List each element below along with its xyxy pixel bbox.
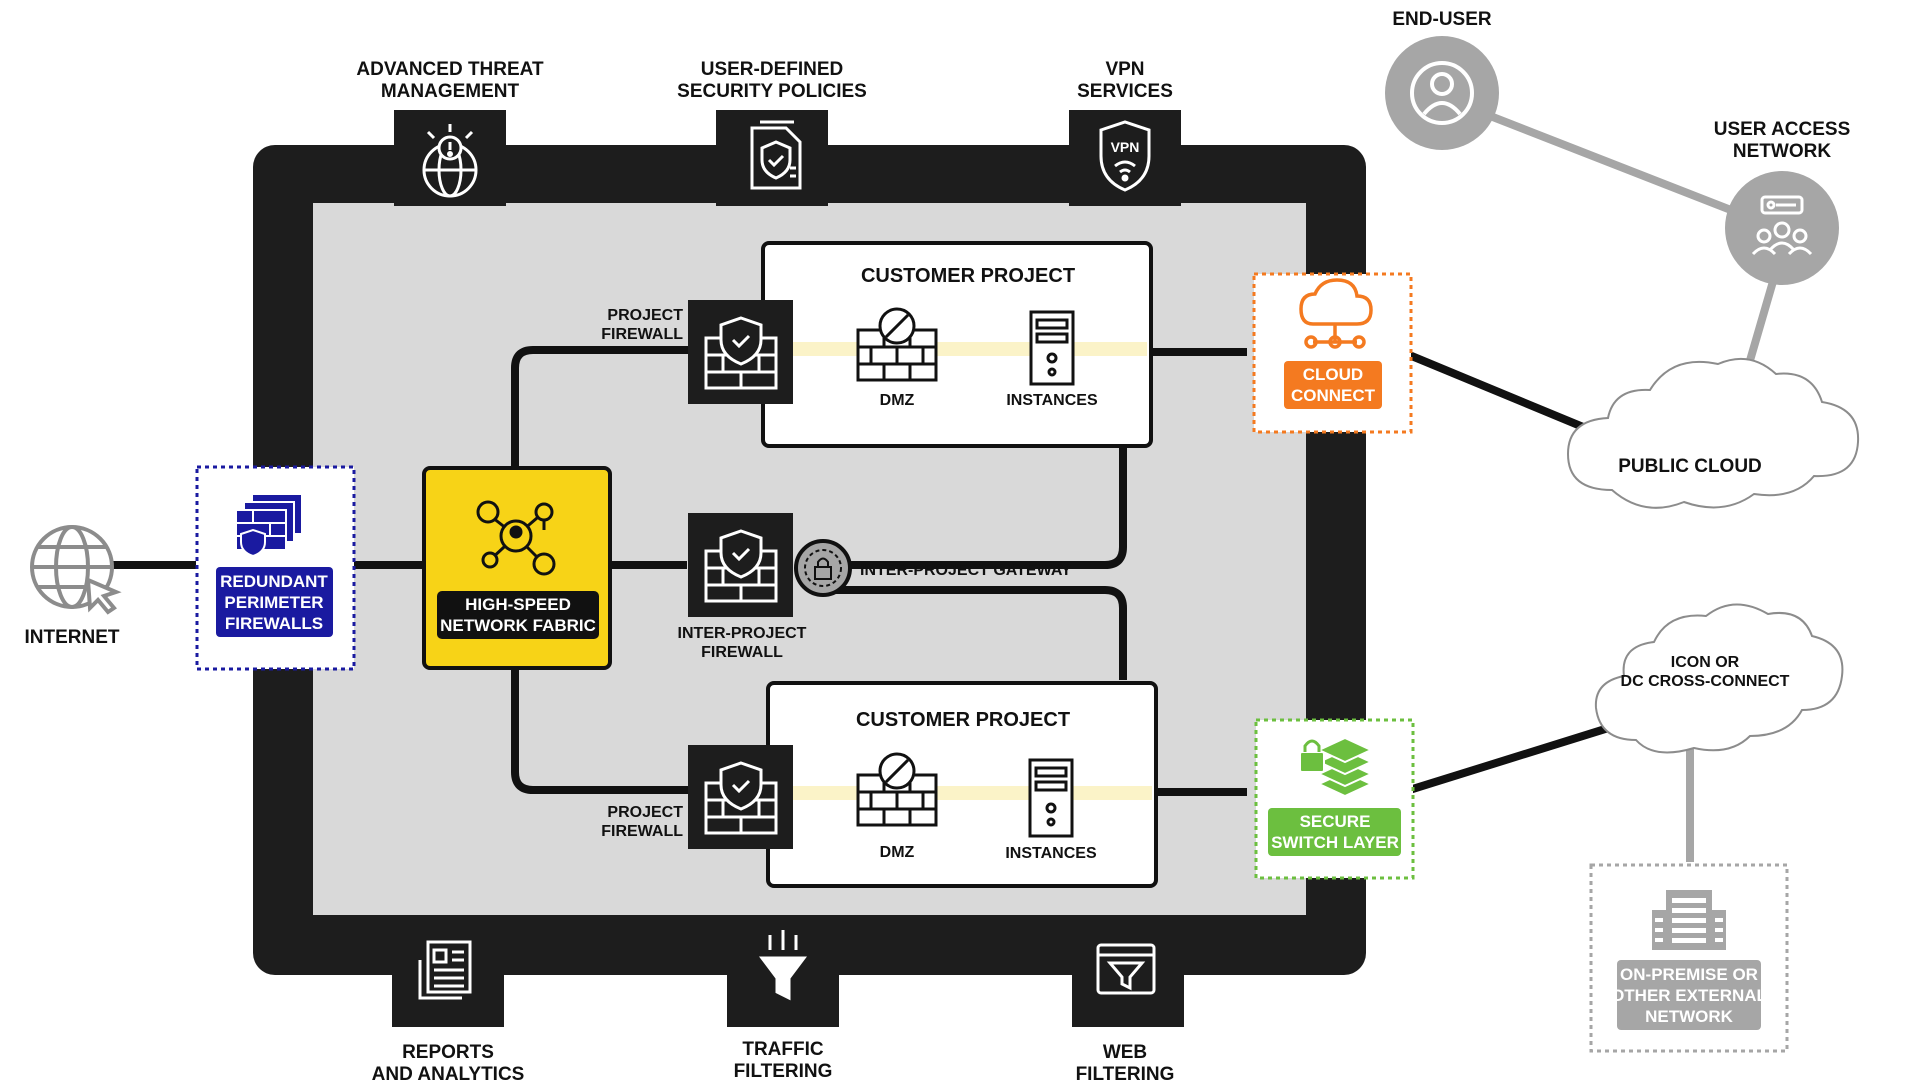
on-prem-label-3: NETWORK: [1645, 1007, 1734, 1026]
user-access-label-1: USER ACCESS: [1714, 119, 1851, 140]
project-firewall-top-label-1: PROJECT: [607, 307, 683, 324]
secure-switch-label-bg: [1268, 808, 1401, 856]
inter-project-firewall: [688, 513, 793, 617]
instances-label-top: INSTANCES: [1006, 392, 1098, 409]
on-prem-label-bg: [1617, 960, 1761, 1030]
public-cloud-label: PUBLIC CLOUD: [1618, 456, 1762, 477]
inter-project-firewall-label-1: INTER-PROJECT: [678, 625, 807, 642]
dmz-firewall-icon-top: [856, 307, 938, 382]
web-filtering-label-2: FILTERING: [1076, 1064, 1175, 1080]
cloud-connect-label-bg: [1284, 361, 1382, 409]
globe-cursor-icon: [30, 525, 122, 615]
vpn-label-1: VPN: [1105, 59, 1144, 80]
fabric-label-bg: [437, 591, 599, 639]
cloud-network-icon: [1299, 278, 1373, 349]
on-prem-label-1: ON-PREMISE OR: [1620, 965, 1758, 984]
network-people-icon: [476, 500, 556, 576]
on-prem-label-2: OTHER EXTERNAL: [1611, 986, 1767, 1005]
web-filter-icon: [1096, 943, 1156, 995]
traffic-filtering-label-2: FILTERING: [734, 1061, 833, 1080]
project-firewall-bottom-label-2: FIREWALL: [601, 823, 683, 840]
gateway-lock-icon: [794, 539, 852, 597]
user-access-label-2: NETWORK: [1733, 141, 1831, 162]
dmz-label-top: DMZ: [880, 392, 915, 409]
vpn-icon-text: VPN: [1111, 139, 1140, 155]
user-group-key-icon: [1751, 195, 1813, 256]
user-icon: [1410, 61, 1474, 125]
project-firewall-top-label-2: FIREWALL: [601, 326, 683, 343]
user-access-circle: [1725, 171, 1839, 285]
fabric-label-1: HIGH-SPEED: [465, 595, 571, 614]
project-firewall-bottom-label-1: PROJECT: [607, 804, 683, 821]
inter-project-firewall-label-2: FIREWALL: [701, 644, 783, 661]
tab-web-filtering: [1072, 915, 1184, 1027]
cloud-connect-label-2: CONNECT: [1291, 386, 1376, 405]
highlight-band-top: [792, 342, 1147, 356]
firewall-stack-icon: [235, 493, 303, 558]
server-building-icon: [1652, 890, 1726, 950]
project-firewall-bottom: [688, 745, 793, 849]
perimeter-label-bg: [216, 567, 333, 637]
reports-label-1: REPORTS: [402, 1042, 494, 1063]
cross-connect-label-2: DC CROSS-CONNECT: [1621, 673, 1790, 690]
traffic-filtering-label-1: TRAFFIC: [742, 1039, 824, 1060]
instances-label-bottom: INSTANCES: [1005, 845, 1097, 862]
security-policies-label-1: USER-DEFINED: [701, 59, 844, 80]
perimeter-label-1: REDUNDANT: [220, 572, 328, 591]
vpn-shield-icon: [1099, 120, 1151, 192]
layers-lock-icon: [1299, 736, 1374, 798]
funnel-filter-icon: [759, 930, 807, 1001]
perimeter-label-2: PERIMETER: [224, 593, 323, 612]
advanced-threat-label-2: MANAGEMENT: [381, 81, 520, 102]
dmz-label-bottom: DMZ: [880, 844, 915, 861]
secure-switch-label-1: SECURE: [1300, 812, 1371, 831]
public-cloud-shape: [1566, 357, 1860, 509]
cloud-connect-label-1: CLOUD: [1303, 365, 1363, 384]
reports-label-2: AND ANALYTICS: [372, 1064, 525, 1080]
internet-label: INTERNET: [25, 627, 120, 648]
advanced-threat-label-1: ADVANCED THREAT: [356, 59, 544, 80]
policy-document-shield-icon: [750, 120, 802, 190]
fabric-label-2: NETWORK FABRIC: [440, 616, 596, 635]
instances-server-icon-bottom: [1028, 758, 1074, 838]
customer-project-bottom-title: CUSTOMER PROJECT: [856, 709, 1070, 731]
instances-server-icon-top: [1029, 310, 1075, 386]
customer-project-top-title: CUSTOMER PROJECT: [861, 265, 1075, 287]
vpn-label-2: SERVICES: [1077, 81, 1173, 102]
web-filtering-label-1: WEB: [1103, 1042, 1147, 1063]
end-user-label: END-USER: [1392, 9, 1492, 30]
secure-switch-label-2: SWITCH LAYER: [1271, 833, 1399, 852]
globe-threat-icon: [422, 124, 478, 198]
project-firewall-top: [688, 300, 793, 404]
cross-connect-label-1: ICON OR: [1671, 654, 1740, 671]
cross-connect-cloud-shape: [1594, 603, 1844, 754]
perimeter-label-3: FIREWALLS: [225, 614, 323, 633]
report-analytics-icon: [418, 940, 472, 1000]
security-policies-label-2: SECURITY POLICIES: [677, 81, 867, 102]
dmz-firewall-icon-bottom: [856, 752, 938, 827]
inter-project-gateway-label: INTER-PROJECT GATEWAY: [860, 562, 1072, 579]
highlight-band-bottom: [790, 786, 1152, 800]
